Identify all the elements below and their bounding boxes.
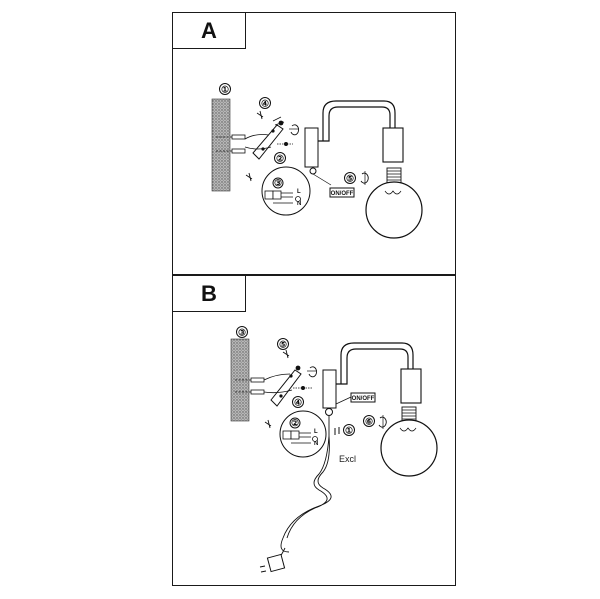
- excl-label: Excl: [339, 454, 356, 464]
- panel-a-label: A: [173, 13, 246, 49]
- terminal-n-b: N: [314, 441, 318, 447]
- screwdriver-icon: [282, 349, 290, 359]
- step-2-b: ②: [291, 418, 299, 428]
- light-bulb: [380, 406, 438, 477]
- screwdriver-icon: [256, 110, 264, 120]
- lamp-arm: [318, 100, 396, 142]
- step-1-b: ①: [345, 426, 353, 436]
- panel-a-diagram: ① ④ ②: [211, 83, 423, 239]
- power-cable: [280, 416, 332, 553]
- switch-label-a: ON/OFF: [331, 191, 354, 197]
- step-4-a: ④: [261, 99, 269, 109]
- mounting-bracket: [244, 116, 293, 160]
- step-3-a: ③: [274, 178, 282, 188]
- step-1-a: ①: [221, 85, 229, 95]
- step-3-b: ③: [238, 328, 246, 338]
- switch-label-b: ON/OFF: [352, 396, 375, 402]
- screwdriver-icon: [264, 419, 272, 429]
- mounting-bracket: [263, 365, 313, 407]
- step-6-b: ⑥: [365, 417, 373, 427]
- terminal-l-b: L: [314, 429, 318, 435]
- rotate-icon: [360, 172, 369, 184]
- lamp-arm: [336, 342, 414, 385]
- step-5-a: ⑤: [346, 174, 354, 184]
- power-plug: [259, 553, 286, 573]
- terminal-n-a: N: [297, 201, 301, 207]
- panel-a: A ① ④: [172, 12, 456, 275]
- switch-label-box-b: [350, 392, 376, 403]
- rotate-icon: [308, 366, 317, 378]
- wall-anchors: [216, 134, 246, 154]
- switch-label-box-a: [329, 187, 355, 198]
- rotate-icon: [378, 416, 387, 428]
- terminal-l-a: L: [297, 189, 301, 195]
- screwdriver-icon: [245, 172, 253, 182]
- step-2-a: ②: [276, 154, 284, 164]
- lamp-base: [304, 127, 319, 168]
- rotate-icon: [290, 124, 299, 136]
- lamp-socket: [382, 127, 404, 163]
- panel-b: B ③ ⑤: [172, 275, 456, 586]
- wall: [211, 98, 231, 192]
- lamp-socket: [400, 368, 422, 404]
- step-4-b: ④: [294, 398, 302, 408]
- lamp-base: [322, 369, 337, 409]
- panel-b-diagram: ③ ⑤ ④: [230, 326, 438, 573]
- panel-b-label: B: [173, 276, 246, 312]
- step-5-b: ⑤: [279, 340, 287, 350]
- light-bulb: [365, 167, 423, 239]
